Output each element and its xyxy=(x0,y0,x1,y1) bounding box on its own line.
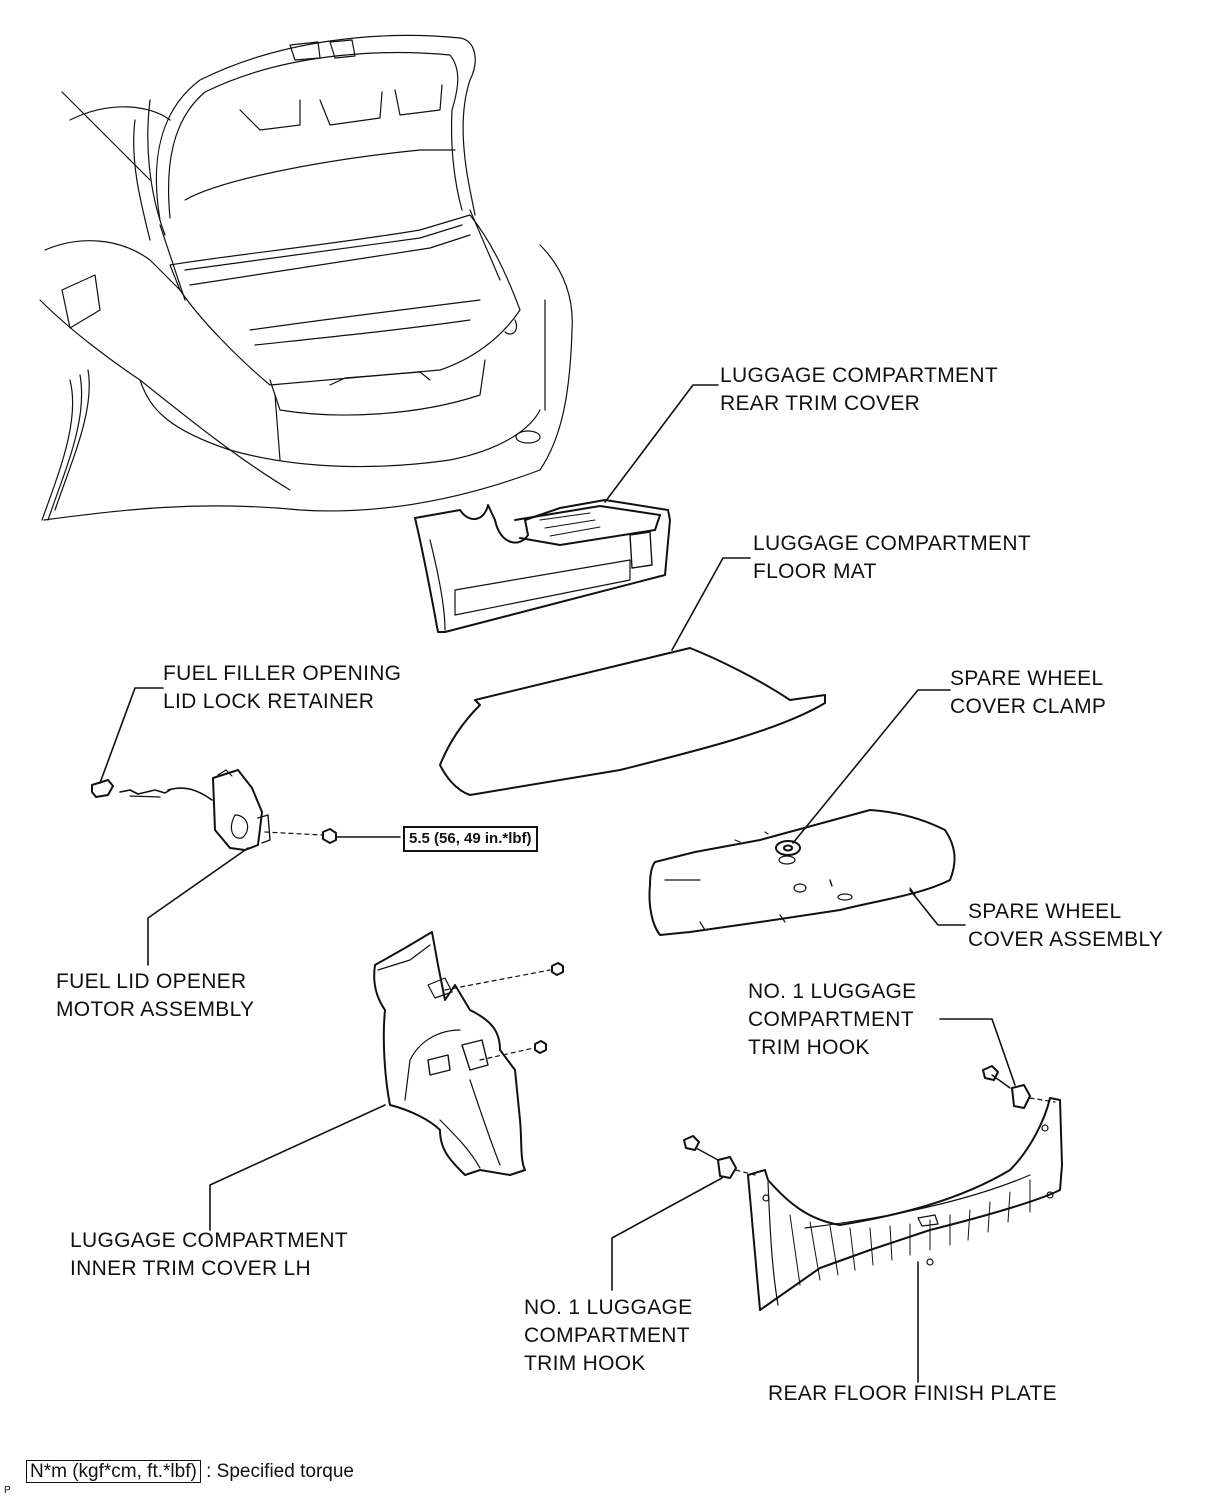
label-rear-floor-finish-plate: REAR FLOOR FINISH PLATE xyxy=(768,1382,1057,1405)
legend: N*m (kgf*cm, ft.*lbf) : Specified torque xyxy=(26,1460,354,1484)
spare-wheel-cover-part xyxy=(648,809,956,936)
fuel-lid-opener-parts xyxy=(91,769,401,851)
rear-trim-cover-part xyxy=(414,499,671,633)
figure-code: P xyxy=(4,1485,11,1496)
floor-mat-part xyxy=(439,647,826,796)
trim-hooks-parts xyxy=(683,1065,1056,1179)
rear-floor-plate-part xyxy=(747,1097,1063,1311)
inner-trim-cover-part xyxy=(373,931,564,1176)
car-rear-illustration xyxy=(39,34,573,521)
spare-wheel-clamp-part xyxy=(775,840,801,856)
torque-spec-box: 5.5 (56, 49 in.*lbf) xyxy=(403,826,538,852)
leader-lines xyxy=(99,384,1016,1383)
legend-text: : Specified torque xyxy=(206,1461,354,1482)
legend-unit-box: N*m (kgf*cm, ft.*lbf) xyxy=(26,1460,201,1483)
